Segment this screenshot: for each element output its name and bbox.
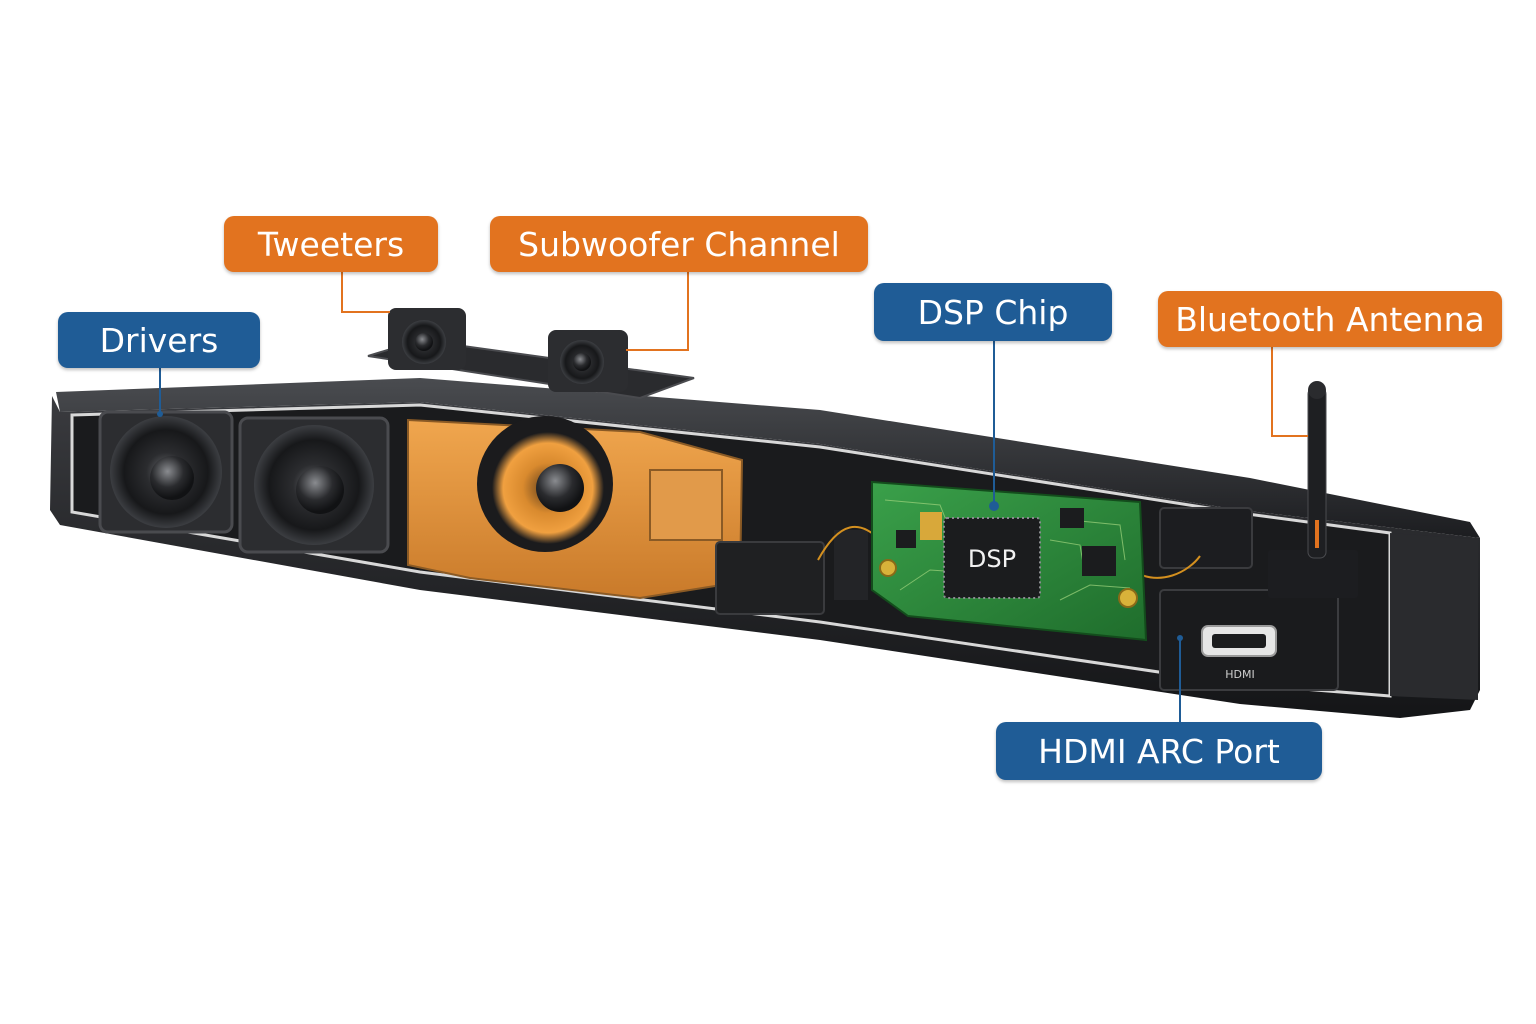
- leader-subwoofer: [626, 272, 689, 351]
- leader-dsp-dot: [989, 501, 999, 511]
- dsp-chip-label: DSP: [968, 545, 1016, 573]
- callout-drivers: Drivers: [58, 312, 260, 368]
- driver-dustcap-1: [150, 456, 194, 500]
- tweeter-module: [367, 308, 695, 400]
- bluetooth-antenna: [1268, 381, 1358, 598]
- subwoofer-bracket: [649, 469, 723, 541]
- leader-bluetooth: [1271, 347, 1308, 437]
- driver-dustcap-2: [296, 466, 344, 514]
- hdmi-socket-slot: [1212, 634, 1266, 648]
- pcb-ic-small-3: [896, 530, 916, 548]
- leader-tweeters: [341, 272, 390, 313]
- internal-components: [715, 507, 1253, 615]
- callout-hdmi-arc-port: HDMI ARC Port: [996, 722, 1322, 780]
- callout-bluetooth-antenna: Bluetooth Antenna: [1158, 291, 1502, 347]
- tweeter-dome-center-1: [415, 333, 433, 351]
- drivers: [98, 410, 390, 554]
- callout-tweeters: Tweeters: [224, 216, 438, 272]
- pcb-mount-hole-2: [879, 559, 897, 577]
- dsp-board: DSP: [871, 480, 1148, 642]
- relay-block: [1159, 507, 1253, 569]
- callout-subwoofer-channel: Subwoofer Channel: [490, 216, 868, 272]
- hdmi-port-assembly: HDMI: [1159, 589, 1339, 691]
- pcb-ic-small-1: [1060, 508, 1084, 528]
- leader-lines: [157, 272, 1308, 722]
- pcb-mount-hole-1: [1118, 588, 1138, 608]
- pcb-ic-small-2: [1082, 546, 1116, 576]
- dsp-chip: [943, 517, 1041, 599]
- component-block: [834, 530, 868, 600]
- tweeter-dome-center-2: [573, 353, 591, 371]
- hdmi-port-label: HDMI: [1225, 668, 1254, 681]
- subwoofer: [407, 416, 744, 600]
- leader-hdmi-dot: [1177, 635, 1183, 641]
- antenna-base: [1268, 550, 1358, 598]
- enclosure-end-cap: [1390, 533, 1478, 700]
- antenna-tip: [1308, 381, 1326, 399]
- leader-drivers-dot: [157, 411, 163, 417]
- subwoofer-dustcap: [536, 464, 584, 512]
- callout-dsp-chip: DSP Chip: [874, 283, 1112, 341]
- transformer-block: [715, 541, 825, 615]
- pcb-capacitor: [920, 512, 942, 540]
- enclosure-top: [56, 378, 1480, 538]
